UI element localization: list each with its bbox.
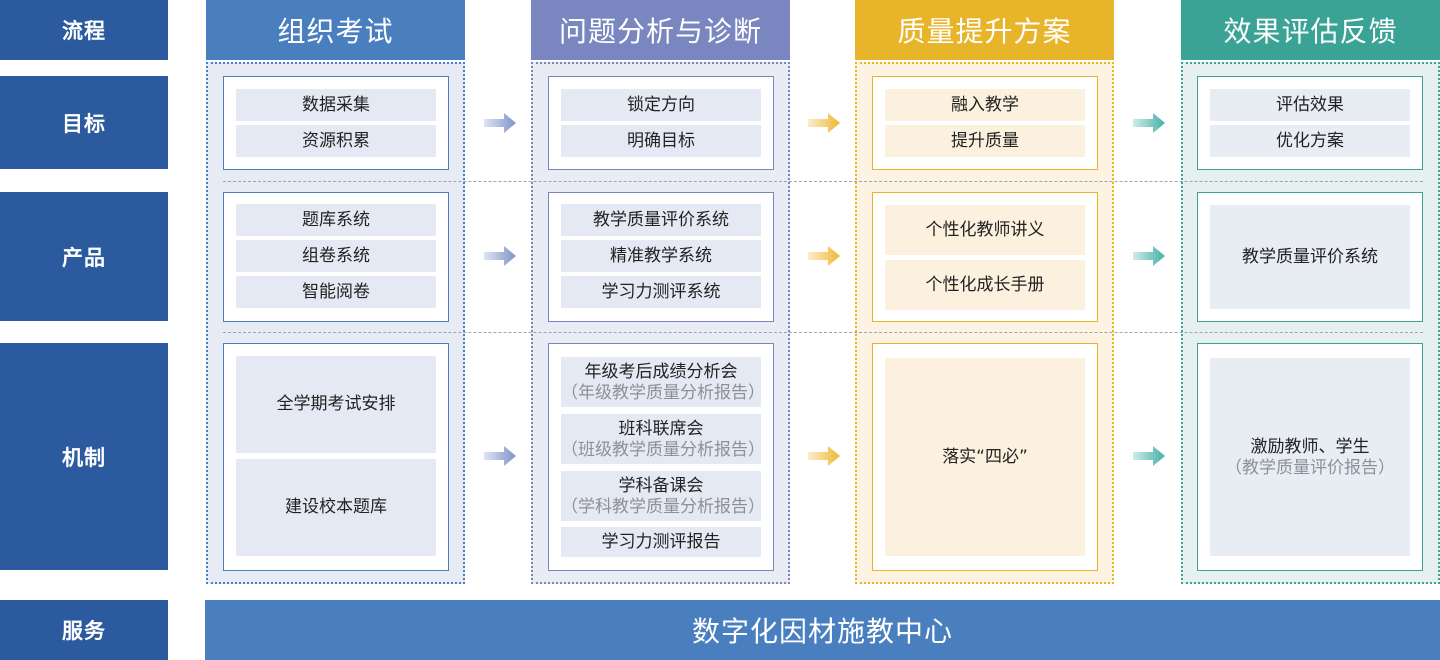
row-label-product: 产品 [0,192,168,321]
mechanism-item-label: 激励教师、学生 [1250,436,1370,457]
mechanism-item: 建设校本题库 [236,459,436,556]
mechanism-item-sublabel: （学科教学质量分析报告） [561,496,765,517]
product-item: 学习力测评系统 [561,276,761,308]
mechanism-card-analysis: 年级考后成绩分析会 （年级教学质量分析报告） 班科联席会 （班级教学质量分析报告… [548,343,774,571]
arrow-right-icon [808,113,840,133]
mechanism-card-organize-exam: 全学期考试安排 建设校本题库 [223,343,449,571]
goal-item: 资源积累 [236,125,436,157]
product-item: 题库系统 [236,204,436,236]
goal-card-evaluation: 评估效果 优化方案 [1197,76,1423,170]
row-label-service: 服务 [0,600,168,660]
arrow-right-icon [808,246,840,266]
goal-item: 评估效果 [1210,89,1410,121]
product-item: 个性化成长手册 [885,260,1085,310]
goal-item: 优化方案 [1210,125,1410,157]
arrow-right-icon [484,113,516,133]
column-header-evaluation: 效果评估反馈 [1181,0,1440,60]
arrow-right-icon [1133,446,1165,466]
row-divider [223,332,1423,333]
mechanism-item-label: 全学期考试安排 [276,394,396,414]
product-item: 教学质量评价系统 [561,204,761,236]
goal-card-organize-exam: 数据采集 资源积累 [223,76,449,170]
mechanism-item-label: 班科联席会 [618,418,704,439]
mechanism-item: 学科备课会 （学科教学质量分析报告） [561,471,765,521]
product-item: 教学质量评价系统 [1210,205,1410,309]
goal-item: 锁定方向 [561,89,761,121]
service-bar: 数字化因材施教中心 [205,600,1440,660]
arrow-right-icon [484,246,516,266]
row-label-goal: 目标 [0,76,168,169]
product-card-evaluation: 教学质量评价系统 [1197,192,1423,322]
product-item: 精准教学系统 [561,240,761,272]
arrow-right-icon [1133,246,1165,266]
mechanism-card-evaluation: 激励教师、学生 （教学质量评价报告） [1197,343,1423,571]
goal-item: 融入教学 [885,89,1085,121]
product-item: 组卷系统 [236,240,436,272]
mechanism-item: 落实“四必” [885,358,1085,556]
mechanism-item-sublabel: （教学质量评价报告） [1225,457,1395,478]
row-divider [223,181,1423,182]
column-header-quality-plan: 质量提升方案 [855,0,1114,60]
arrow-right-icon [1133,113,1165,133]
row-label-process: 流程 [0,0,168,60]
column-header-analysis: 问题分析与诊断 [531,0,790,60]
goal-item: 明确目标 [561,125,761,157]
mechanism-item-label: 建设校本题库 [285,497,387,517]
product-card-quality-plan: 个性化教师讲义 个性化成长手册 [872,192,1098,322]
mechanism-item: 学习力测评报告 [561,527,761,557]
arrow-right-icon [484,446,516,466]
arrow-right-icon [808,446,840,466]
goal-item: 数据采集 [236,89,436,121]
row-label-mechanism: 机制 [0,343,168,570]
product-item: 个性化教师讲义 [885,205,1085,255]
mechanism-item-label: 年级考后成绩分析会 [584,361,738,382]
mechanism-item: 全学期考试安排 [236,356,436,453]
mechanism-card-quality-plan: 落实“四必” [872,343,1098,571]
goal-item: 提升质量 [885,125,1085,157]
goal-card-quality-plan: 融入教学 提升质量 [872,76,1098,170]
column-header-organize-exam: 组织考试 [206,0,465,60]
product-item: 智能阅卷 [236,276,436,308]
mechanism-item: 班科联席会 （班级教学质量分析报告） [561,414,765,464]
mechanism-item: 年级考后成绩分析会 （年级教学质量分析报告） [561,357,765,407]
mechanism-item: 激励教师、学生 （教学质量评价报告） [1210,358,1410,556]
product-card-organize-exam: 题库系统 组卷系统 智能阅卷 [223,192,449,322]
mechanism-item-sublabel: （班级教学质量分析报告） [561,439,765,460]
goal-card-analysis: 锁定方向 明确目标 [548,76,774,170]
mechanism-item-label: 落实“四必” [942,446,1028,467]
mechanism-item-label: 学习力测评报告 [601,531,721,552]
mechanism-item-sublabel: （年级教学质量分析报告） [561,382,765,403]
mechanism-item-label: 学科备课会 [618,475,704,496]
product-card-analysis: 教学质量评价系统 精准教学系统 学习力测评系统 [548,192,774,322]
